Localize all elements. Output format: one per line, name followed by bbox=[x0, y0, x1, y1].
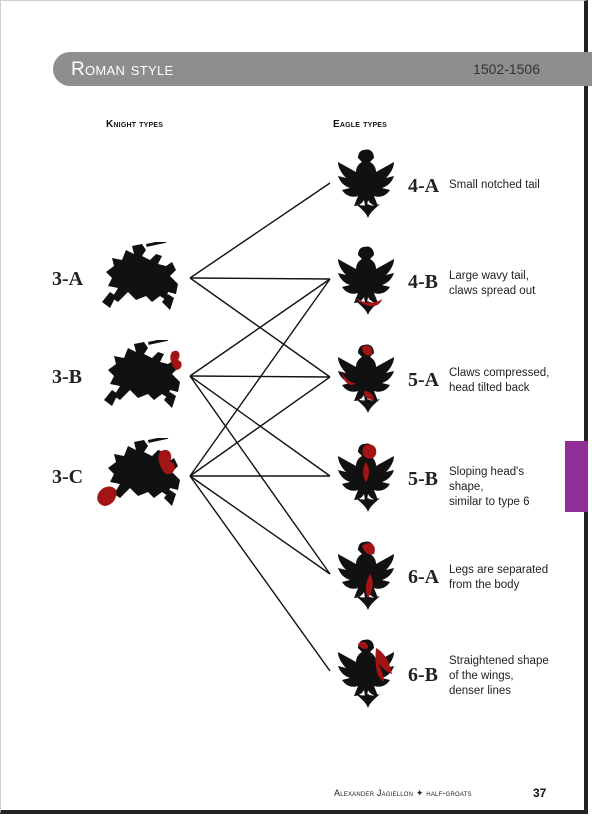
eagle-label-4a: 4-A bbox=[408, 175, 440, 197]
knight-types-heading: Knight types bbox=[106, 119, 164, 130]
connection-line bbox=[189, 475, 331, 672]
eagle-desc-5a: Claws compressed, head tilted back bbox=[449, 367, 550, 394]
page-number: 37 bbox=[533, 786, 547, 800]
knight-on-horse-icon bbox=[102, 242, 178, 310]
knight-label-3c: 3-C bbox=[52, 466, 84, 488]
knight-label-3a: 3-A bbox=[52, 268, 84, 290]
page-title: Roman style bbox=[71, 59, 174, 80]
connection-line bbox=[189, 278, 331, 477]
date-range: 1502-1506 bbox=[473, 61, 540, 77]
eagle-label-6a: 6-A bbox=[408, 566, 440, 588]
knight-on-horse-icon bbox=[104, 340, 182, 408]
eagle-label-5a: 5-A bbox=[408, 369, 440, 391]
connection-line bbox=[189, 278, 331, 377]
eagle-icon bbox=[336, 343, 400, 420]
connection-line bbox=[189, 475, 331, 575]
header-band bbox=[53, 52, 592, 86]
connection-line bbox=[189, 277, 331, 280]
eagle-icon bbox=[336, 148, 400, 225]
eagle-label-4b: 4-B bbox=[408, 271, 438, 293]
eagle-icon bbox=[336, 540, 400, 617]
eagle-label-5b: 5-B bbox=[408, 468, 438, 490]
knight-on-horse-icon bbox=[97, 438, 180, 506]
connection-line bbox=[189, 182, 331, 279]
eagle-desc-6b: Straightened shape of the wings, denser … bbox=[449, 655, 549, 697]
knight-label-3b: 3-B bbox=[52, 366, 82, 388]
eagle-types-heading: Eagle types bbox=[333, 119, 388, 130]
eagle-icon bbox=[336, 442, 400, 519]
footer-text: Alexander Jagiellon ✦ half-groats bbox=[334, 788, 472, 798]
section-tab bbox=[565, 441, 588, 512]
eagle-label-6b: 6-B bbox=[408, 664, 438, 686]
eagle-desc-6a: Legs are separated from the body bbox=[449, 564, 549, 591]
eagle-desc-4a: Small notched tail bbox=[449, 179, 540, 191]
eagle-icon bbox=[336, 638, 400, 715]
connection-line bbox=[189, 375, 331, 575]
eagle-desc-4b: Large wavy tail, claws spread out bbox=[449, 270, 536, 297]
eagle-desc-5b: Sloping head's shape, similar to type 6 bbox=[449, 466, 530, 508]
connection-line bbox=[189, 376, 331, 477]
eagle-icon bbox=[336, 245, 400, 322]
